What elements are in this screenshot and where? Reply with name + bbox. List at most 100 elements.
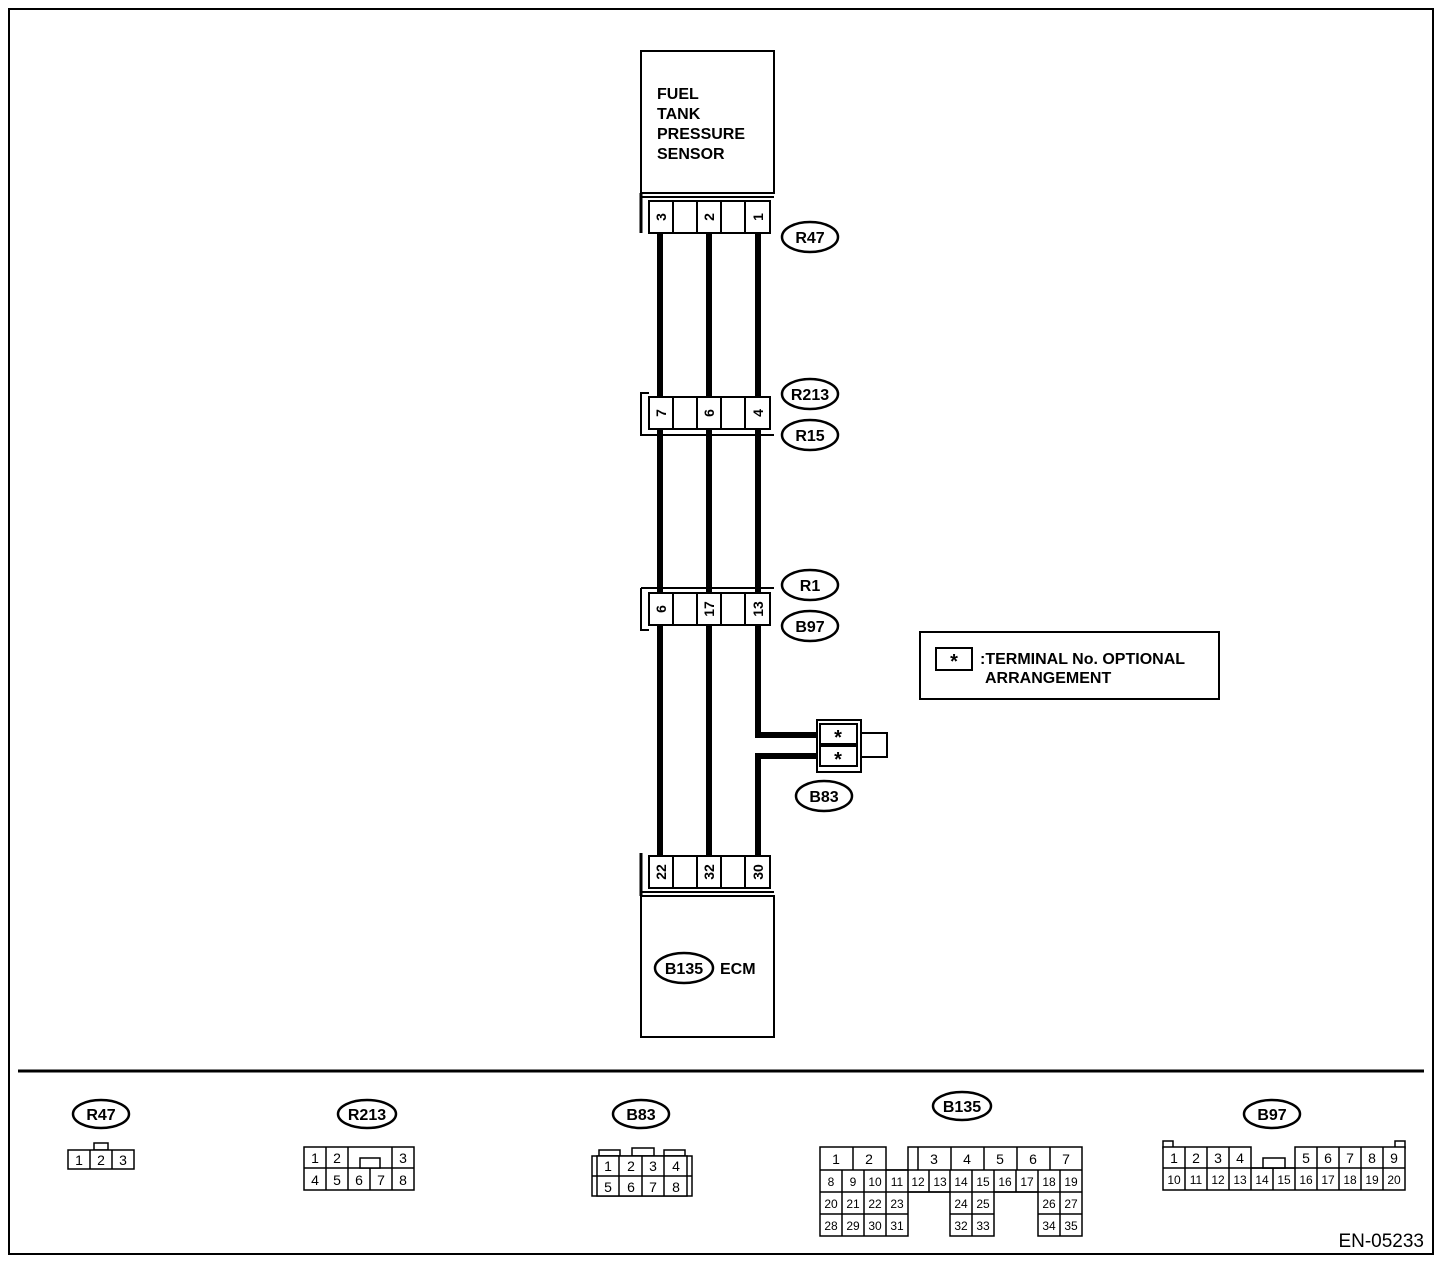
svg-text:28: 28 (824, 1219, 838, 1233)
svg-text:4: 4 (1236, 1150, 1244, 1166)
sensor-title-line-2: TANK (657, 106, 701, 123)
svg-text:8: 8 (672, 1179, 680, 1195)
connector-tag-b83: B83 (794, 779, 854, 813)
svg-text:20: 20 (1387, 1173, 1401, 1187)
svg-text:8: 8 (1368, 1150, 1376, 1166)
svg-text:13: 13 (933, 1175, 947, 1189)
junction-r213-r15: 7 6 4 (640, 392, 774, 436)
svg-text:32: 32 (954, 1219, 968, 1233)
svg-text:12: 12 (911, 1175, 925, 1189)
svg-text:29: 29 (846, 1219, 860, 1233)
svg-text:1: 1 (604, 1158, 612, 1174)
svg-text:25: 25 (976, 1197, 990, 1211)
svg-text:17: 17 (1020, 1175, 1034, 1189)
svg-text:3: 3 (930, 1151, 938, 1167)
svg-text:4: 4 (311, 1172, 319, 1188)
svg-text:11: 11 (1190, 1173, 1203, 1187)
diagram-id: EN-05233 (1338, 1231, 1424, 1252)
svg-text:22: 22 (868, 1197, 882, 1211)
svg-text:19: 19 (1365, 1173, 1379, 1187)
svg-text:5: 5 (333, 1172, 341, 1188)
svg-text:3: 3 (119, 1152, 127, 1168)
sensor-pin-1: 1 (750, 213, 766, 221)
wire-3-lower (755, 753, 820, 856)
svg-text:9: 9 (850, 1175, 857, 1189)
svg-text:3: 3 (649, 1158, 657, 1174)
legend-line-2: ARRANGEMENT (985, 670, 1111, 687)
legend-box: * :TERMINAL No. OPTIONAL ARRANGEMENT (919, 631, 1220, 700)
svg-text:7: 7 (377, 1172, 385, 1188)
svg-text:6: 6 (1029, 1151, 1037, 1167)
face-r47: R47 1 2 3 (67, 1098, 135, 1170)
svg-text:5: 5 (996, 1151, 1004, 1167)
r1-pin-17: 17 (701, 601, 717, 617)
svg-text:35: 35 (1064, 1219, 1078, 1233)
svg-text:5: 5 (604, 1179, 612, 1195)
svg-text:B97: B97 (1257, 1107, 1286, 1124)
svg-text:B135: B135 (943, 1099, 981, 1116)
svg-text:16: 16 (1299, 1173, 1313, 1187)
svg-text:18: 18 (1343, 1173, 1357, 1187)
svg-text:4: 4 (963, 1151, 971, 1167)
svg-text:31: 31 (890, 1219, 904, 1233)
sensor-pin-3: 3 (653, 213, 669, 221)
svg-text:18: 18 (1042, 1175, 1056, 1189)
b83-pin-star-2: * (834, 749, 842, 771)
svg-text:3: 3 (1214, 1150, 1222, 1166)
ecm-pin-30: 30 (750, 864, 766, 880)
svg-text:13: 13 (1233, 1173, 1247, 1187)
connector-tag-r213: R213 (780, 377, 840, 411)
svg-text:26: 26 (1042, 1197, 1056, 1211)
connector-tag-r15: R15 (780, 418, 840, 452)
svg-text:9: 9 (1390, 1150, 1398, 1166)
sensor-title-line-4: SENSOR (657, 146, 725, 163)
svg-text:34: 34 (1042, 1219, 1056, 1233)
fuel-tank-pressure-sensor: FUEL TANK PRESSURE SENSOR 3 2 1 (639, 50, 775, 234)
svg-text:R1: R1 (800, 578, 821, 595)
svg-text:24: 24 (954, 1197, 968, 1211)
svg-text:5: 5 (1302, 1150, 1310, 1166)
legend-symbol: * (950, 651, 958, 673)
svg-text:16: 16 (998, 1175, 1012, 1189)
svg-text:3: 3 (399, 1150, 407, 1166)
svg-text:33: 33 (976, 1219, 990, 1233)
connector-tag-b135 (653, 951, 715, 985)
face-r213: R213 1 2 3 4 5 6 7 8 (303, 1098, 415, 1191)
svg-text:7: 7 (1062, 1151, 1070, 1167)
svg-text:23: 23 (890, 1197, 904, 1211)
svg-text:R15: R15 (795, 428, 824, 445)
svg-text:27: 27 (1064, 1197, 1078, 1211)
connector-b83: * * (816, 719, 888, 773)
legend-line-1: :TERMINAL No. OPTIONAL (980, 651, 1185, 668)
wires (657, 233, 820, 856)
svg-text:12: 12 (1211, 1173, 1225, 1187)
connector-tag-r47: R47 (780, 220, 840, 254)
junction-r1-b97: 6 17 13 (640, 587, 774, 631)
svg-text:B97: B97 (795, 619, 824, 636)
sensor-title-line-3: PRESSURE (657, 126, 745, 143)
svg-text:1: 1 (832, 1151, 840, 1167)
ecm-title: ECM (720, 961, 756, 978)
r213-pin-4: 4 (750, 409, 766, 417)
svg-text:10: 10 (868, 1175, 882, 1189)
svg-text:2: 2 (627, 1158, 635, 1174)
sensor-title-line-1: FUEL (657, 86, 699, 103)
r1-pin-6: 6 (653, 605, 669, 613)
svg-text:20: 20 (824, 1197, 838, 1211)
b83-pin-star-1: * (834, 727, 842, 749)
svg-text:2: 2 (333, 1150, 341, 1166)
svg-text:B83: B83 (626, 1107, 655, 1124)
svg-text:15: 15 (976, 1175, 990, 1189)
svg-text:R47: R47 (86, 1107, 115, 1124)
r213-pin-7: 7 (653, 409, 669, 417)
svg-text:2: 2 (1192, 1150, 1200, 1166)
svg-text:B83: B83 (809, 789, 838, 806)
svg-text:2: 2 (97, 1152, 105, 1168)
r213-pin-6: 6 (701, 409, 717, 417)
svg-text:7: 7 (1346, 1150, 1354, 1166)
svg-text:R47: R47 (795, 230, 824, 247)
face-b135: B135 1 2 3 4 5 6 7 8 9 10 11 12 1 (819, 1090, 1083, 1237)
ecm-pin-32: 32 (701, 864, 717, 880)
sensor-pin-2: 2 (701, 213, 717, 221)
